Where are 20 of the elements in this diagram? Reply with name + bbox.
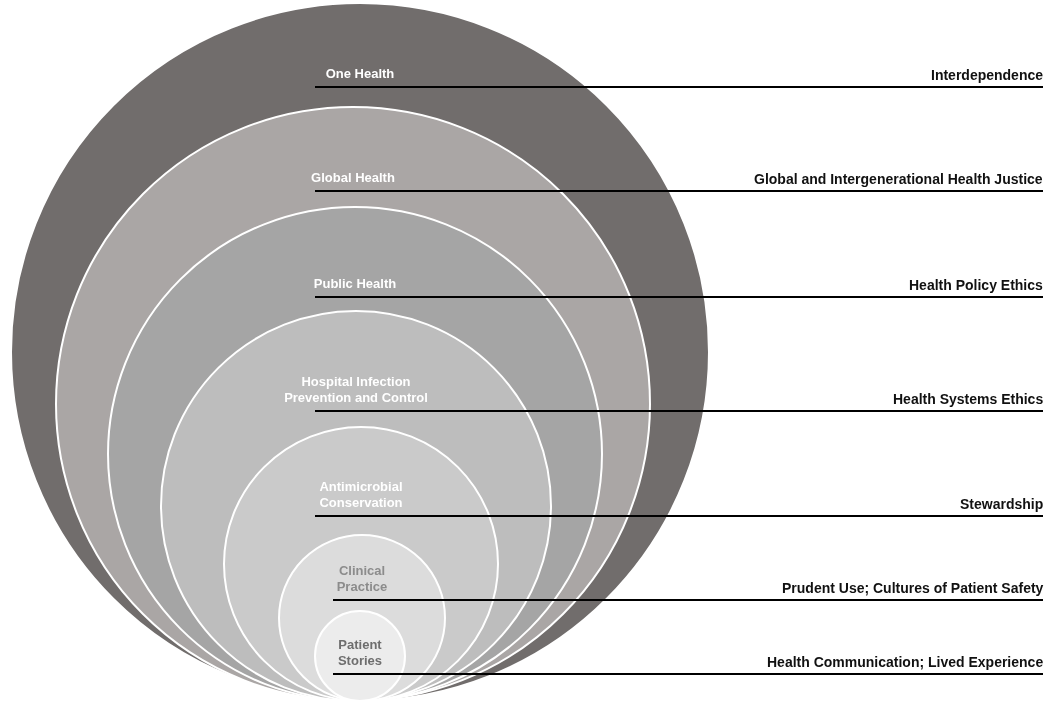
ethics-label: Prudent Use; Cultures of Patient Safety — [782, 579, 1044, 597]
leader-line — [314, 296, 1044, 298]
ethics-label: Stewardship — [960, 495, 1044, 513]
leader-line — [332, 599, 1044, 601]
leader-line — [332, 673, 1044, 675]
leader-line — [314, 190, 1044, 192]
circle-label: Patient Stories — [336, 637, 384, 669]
ethics-label: Health Communication; Lived Experience — [767, 653, 1044, 671]
ethics-label: Global and Intergenerational Health Justice — [754, 170, 1043, 188]
circle-label: One Health — [324, 66, 396, 82]
ethics-label: Health Policy Ethics — [909, 276, 1043, 294]
ethics-label: Health Systems Ethics — [893, 390, 1044, 408]
circle-label: Clinical Practice — [335, 563, 389, 595]
ethics-label: Interdependence — [931, 66, 1044, 84]
leader-line — [314, 410, 1044, 412]
circle-label: Global Health — [310, 170, 396, 186]
leader-line — [314, 86, 1044, 88]
leader-line — [314, 515, 1044, 517]
circle-label: Hospital Infection Prevention and Control — [283, 374, 429, 406]
circle-label: Public Health — [312, 276, 398, 292]
